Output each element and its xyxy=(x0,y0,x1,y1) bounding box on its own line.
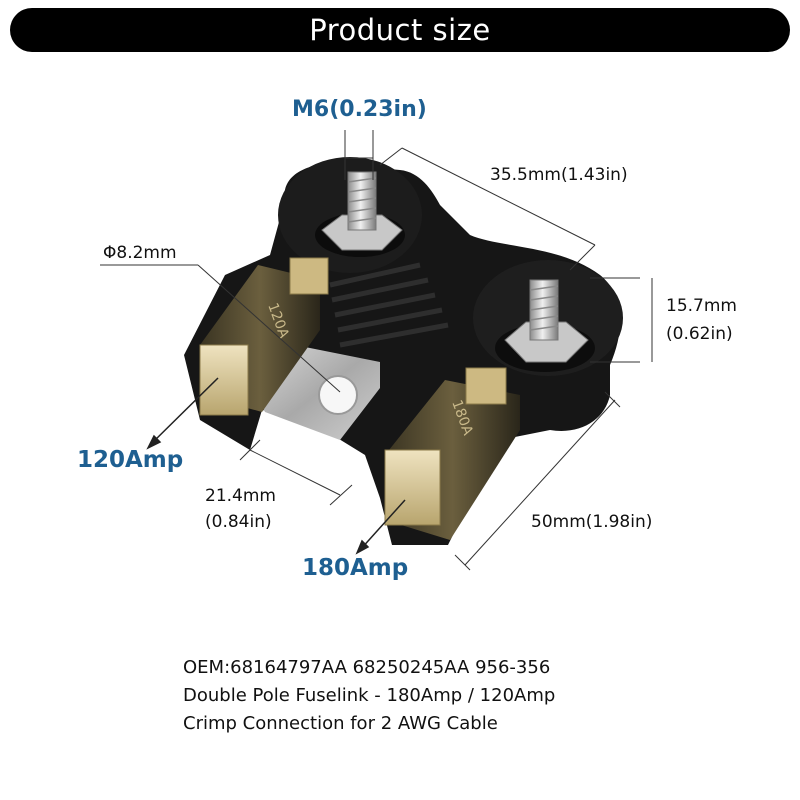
height-mm-label: 15.7mm xyxy=(666,296,737,316)
stud-right xyxy=(504,279,589,363)
gap-in-label: (0.84in) xyxy=(205,512,272,532)
fuse-120a: 120A xyxy=(199,257,329,416)
product-type: Double Pole Fuselink - 180Amp / 120Amp xyxy=(183,685,556,706)
fuse-120amp-label: 120Amp xyxy=(77,447,184,473)
banner-title: Product size xyxy=(309,13,491,47)
mounting-hole xyxy=(318,375,358,415)
top-width-label: 35.5mm(1.43in) xyxy=(490,165,628,185)
dimension-lines xyxy=(100,130,653,571)
product-description: OEM:68164797AA 68250245AA 956-356 Double… xyxy=(183,654,555,738)
stud-left xyxy=(321,171,403,251)
oem-numbers: OEM:68164797AA 68250245AA 956-356 xyxy=(183,657,551,678)
gap-mm-label: 21.4mm xyxy=(205,486,276,506)
fuse-180a: 180A xyxy=(384,367,520,540)
thread-size-label: M6(0.23in) xyxy=(292,97,427,122)
fuse-arrows xyxy=(146,377,406,555)
hole-diameter-label: Φ8.2mm xyxy=(103,243,177,263)
header-banner: Product size xyxy=(10,8,790,52)
fuse-180amp-label: 180Amp xyxy=(302,555,409,581)
connection-type: Crimp Connection for 2 AWG Cable xyxy=(183,713,498,734)
height-in-label: (0.62in) xyxy=(666,324,733,344)
length-label: 50mm(1.98in) xyxy=(531,512,653,532)
